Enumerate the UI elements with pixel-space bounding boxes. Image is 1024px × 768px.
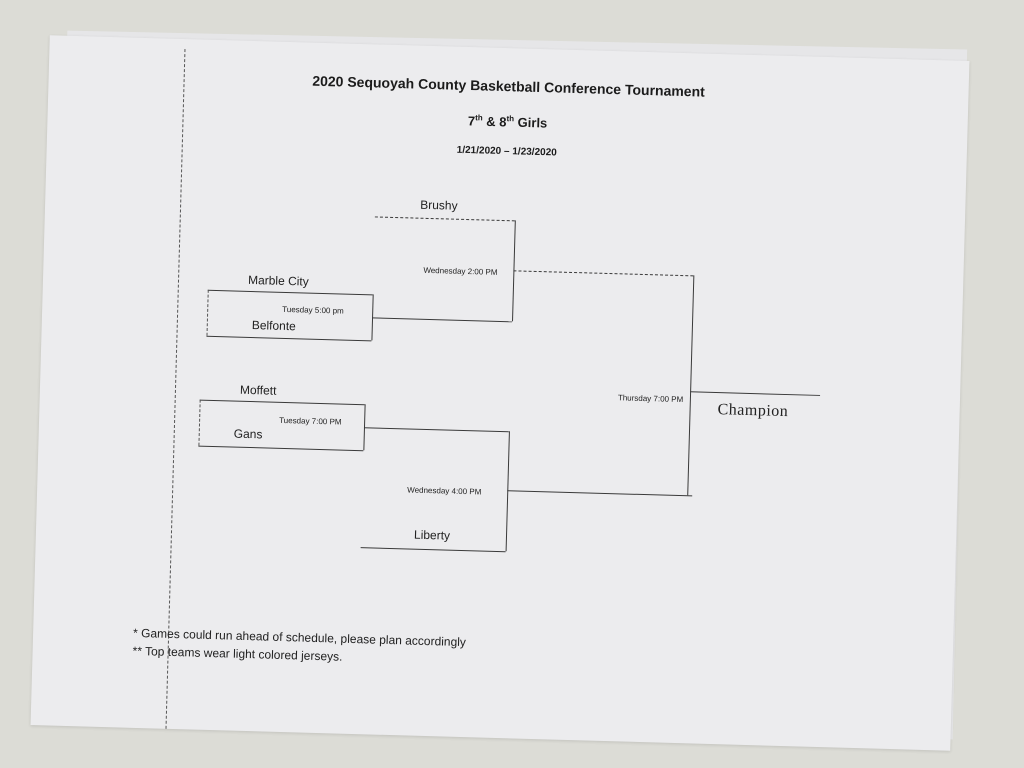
line-liberty	[360, 547, 506, 553]
line-champion	[690, 391, 821, 396]
subtitle-sup-1: th	[475, 113, 483, 123]
line-left-bracket-bottom	[198, 399, 201, 446]
champion-label: Champion	[717, 401, 789, 421]
game-tuesday-7pm: Tuesday 7:00 PM	[279, 415, 342, 427]
line-left-bracket-top	[206, 289, 209, 336]
subtitle-amp: &	[486, 113, 496, 130]
line-tuesday-top-winner	[372, 317, 513, 323]
line-tuesday-bottom-winner	[363, 427, 509, 433]
line-belfonte	[206, 335, 372, 342]
line-moffett	[199, 399, 365, 406]
game-wednesday-4pm: Wednesday 4:00 PM	[407, 485, 482, 497]
team-moffett: Moffett	[239, 382, 277, 398]
team-liberty: Liberty	[413, 527, 451, 543]
line-final-connector	[687, 275, 695, 496]
line-wednesday-top-winner	[513, 270, 694, 277]
line-marble-city	[207, 289, 373, 296]
bracket-sheet: 2020 Sequoyah County Basketball Conferen…	[30, 35, 970, 751]
page-title: 2020 Sequoyah County Basketball Conferen…	[312, 72, 706, 100]
line-gans	[198, 445, 364, 452]
subtitle-girls: Girls	[517, 114, 548, 131]
subtitle-sup-2: th	[506, 114, 515, 124]
game-thursday-7pm: Thursday 7:00 PM	[617, 393, 684, 405]
team-marble-city: Marble City	[247, 272, 309, 289]
team-belfonte: Belfonte	[251, 318, 297, 334]
game-wednesday-2pm: Wednesday 2:00 PM	[423, 265, 498, 277]
line-wednesday-bottom-winner	[507, 490, 693, 497]
game-tuesday-5pm: Tuesday 5:00 pm	[282, 304, 344, 316]
team-gans: Gans	[233, 426, 263, 442]
note-jerseys: ** Top teams wear light colored jerseys.	[132, 643, 343, 664]
page-subtitle: 7th & 8th Girls	[48, 101, 968, 142]
line-brushy	[374, 216, 515, 222]
team-brushy: Brushy	[420, 197, 458, 213]
tournament-dates: 1/21/2020 – 1/23/2020	[456, 144, 557, 159]
